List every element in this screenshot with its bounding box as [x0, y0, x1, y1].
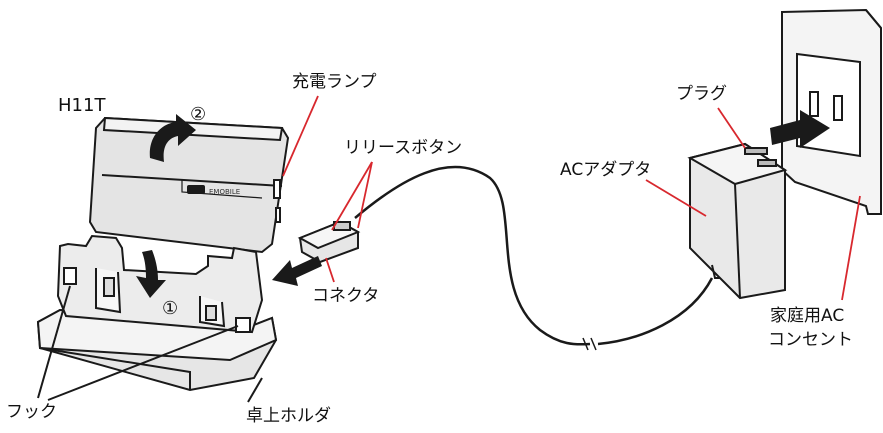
leader-outlet: [841, 195, 861, 301]
label-release-button: リリースボタン: [344, 138, 463, 158]
leader-ac-adapter: [645, 179, 707, 217]
label-outlet-line2: コンセント: [768, 330, 853, 350]
leader-lines: [282, 95, 861, 301]
insert-arrow: [136, 250, 166, 298]
label-hook: フック: [6, 402, 57, 422]
leader-charge-lamp: [282, 95, 319, 177]
label-ac-adapter: ACアダプタ: [560, 160, 652, 180]
brand-mark: EMOBILE: [187, 185, 240, 196]
desktop-holder: [36, 234, 278, 392]
label-connector: コネクタ: [312, 286, 380, 306]
wall-outlet: [781, 8, 882, 215]
leader-release-a: [331, 161, 373, 231]
connector: [297, 220, 361, 264]
leader-connector: [325, 257, 335, 283]
ac-adapter: [687, 142, 788, 300]
plug-in-arrow: [770, 110, 830, 148]
leader-plug: [717, 107, 746, 149]
cable: [354, 165, 714, 351]
label-desktop-holder: 卓上ホルダ: [246, 406, 331, 426]
hook-pointers: [37, 285, 263, 403]
rotate-arrow: [149, 114, 196, 162]
svg-text:EMOBILE: EMOBILE: [209, 188, 240, 196]
label-outlet-line1: 家庭用AC: [770, 306, 845, 326]
leader-release-b: [357, 161, 373, 229]
connector-arrow: [272, 256, 322, 286]
label-step-1: ①: [162, 298, 179, 319]
label-plug: プラグ: [676, 84, 727, 104]
label-charge-lamp: 充電ランプ: [292, 72, 377, 92]
label-phone-model: H11T: [58, 95, 106, 116]
label-step-2: ②: [190, 104, 207, 125]
